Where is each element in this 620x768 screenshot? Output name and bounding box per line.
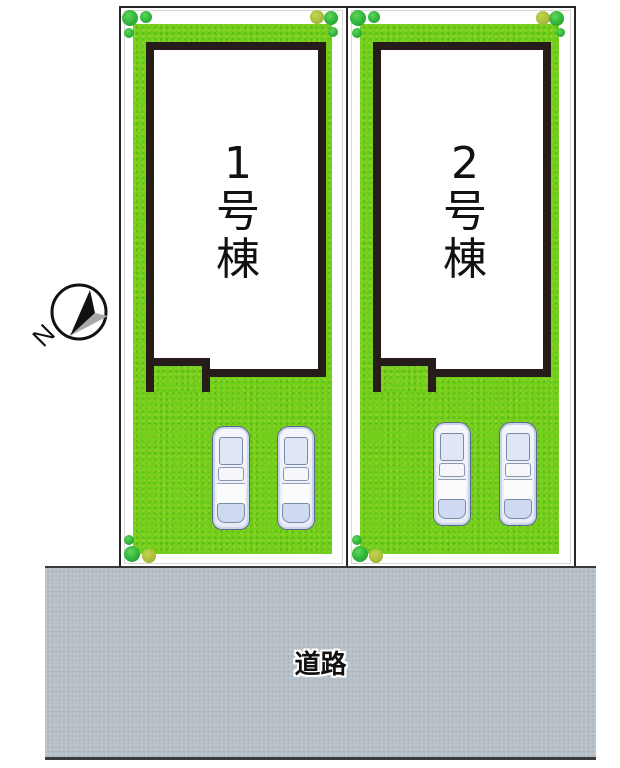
tree-icon: [124, 546, 140, 562]
tree-icon: [556, 28, 565, 37]
lot-1-label: 1 号 棟: [216, 138, 260, 285]
tree-icon: [352, 28, 362, 38]
tree-icon: [124, 28, 134, 38]
tree-icon: [140, 11, 152, 23]
tree-icon: [549, 11, 564, 26]
lot-2-car-2: [499, 422, 537, 526]
lot-1-building-interior: [210, 358, 318, 369]
lot-2-wall-segment: [373, 358, 381, 392]
lot-2-wall-segment: [428, 358, 436, 392]
tree-icon: [324, 11, 338, 25]
north-arrow-icon: N: [26, 283, 108, 352]
tree-icon: [310, 10, 324, 24]
north-arrow-compass: N: [22, 278, 114, 358]
lot-2-wall-segment: [373, 358, 433, 366]
tree-icon: [352, 546, 368, 562]
tree-icon: [369, 549, 383, 563]
tree-icon: [350, 10, 366, 26]
lot-1-wall-segment: [202, 358, 210, 392]
road-label: 道路: [294, 650, 347, 680]
road: 道路: [45, 566, 596, 760]
tree-icon: [142, 549, 156, 563]
lot-1-wall-segment: [146, 358, 154, 392]
tree-icon: [352, 535, 362, 545]
lot-2-setback-line: [351, 10, 571, 564]
lot-1-car-1: [212, 426, 250, 530]
tree-icon: [536, 11, 550, 25]
tree-icon: [368, 11, 380, 23]
lot-2-entrance-notch: [381, 362, 433, 392]
lot-2-building-interior: [436, 358, 543, 369]
tree-icon: [124, 535, 134, 545]
lot-1-building-interior: [154, 50, 318, 358]
lot-2-building-interior: [381, 50, 543, 358]
lot-2-car-1: [433, 422, 471, 526]
lot-1-car-2: [277, 426, 315, 530]
tree-icon: [328, 27, 338, 37]
lot-1-wall-segment: [146, 358, 208, 366]
lot-1-setback-line: [124, 10, 343, 564]
lot-2-label: 2 号 棟: [443, 138, 487, 285]
lot-1-entrance-notch: [154, 362, 208, 392]
tree-icon: [122, 10, 138, 26]
